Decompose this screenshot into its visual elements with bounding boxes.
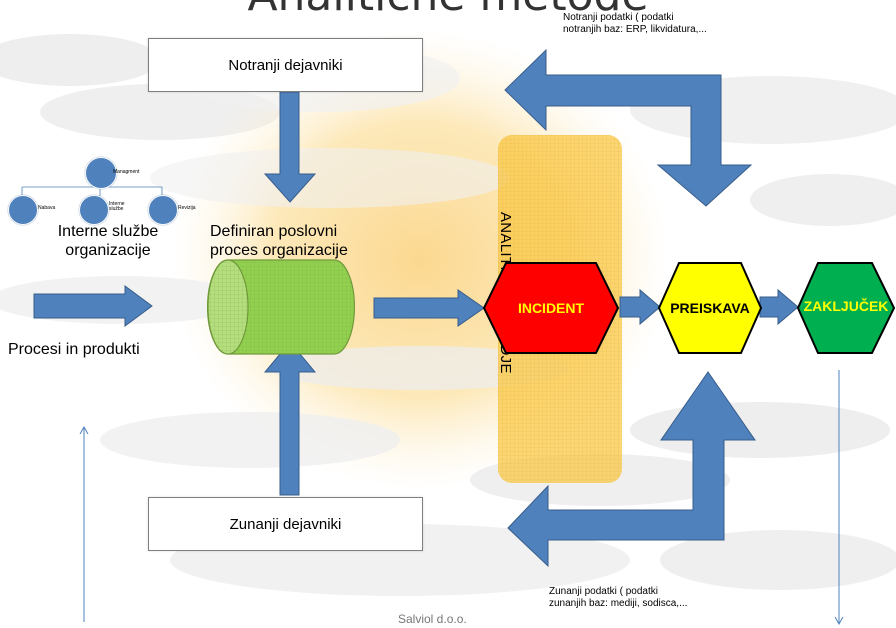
arrow-input-right — [33, 285, 153, 327]
org-node-top — [85, 157, 117, 189]
stage-hexagon-zakljucek — [796, 262, 896, 354]
internal-data-note: Notranji podatki ( podatki notranjih baz… — [563, 12, 707, 35]
process-cylinder — [206, 259, 356, 355]
org-label-right: Revizija — [178, 205, 196, 211]
arrow-incident-right — [619, 288, 661, 326]
stage-hexagon-preiskava — [657, 262, 763, 354]
org-node-left — [8, 195, 38, 225]
external-data-note: Zunanji podatki ( podatki zunanjih baz: … — [549, 586, 688, 609]
arrow-external-up — [263, 341, 317, 496]
business-process-label: Definiran poslovni proces organizacije — [210, 223, 348, 259]
org-node-right — [148, 195, 178, 225]
org-label-middle: Interne službe — [109, 201, 125, 212]
arrow-cylinder-right — [373, 289, 485, 327]
stage-label-preiskava: PREISKAVA — [670, 300, 750, 316]
arrow-internal-data — [504, 48, 753, 207]
internal-factors-label: Notranji dejavniki — [228, 56, 343, 74]
stage-label-zakljucek: ZAKLJUČEK — [803, 298, 889, 314]
internal-factors-box: Notranji dejavniki — [148, 38, 423, 92]
external-factors-box: Zunanji dejavniki — [148, 497, 423, 551]
org-node-middle — [79, 195, 109, 225]
stage-label-incident: INCIDENT — [517, 300, 585, 316]
external-factors-label: Zunanji dejavniki — [229, 515, 342, 533]
arrow-external-data — [507, 371, 756, 568]
org-label-left: Nabava — [38, 205, 56, 211]
arrow-internal-down — [263, 91, 317, 203]
arrow-preiskava-right — [759, 288, 799, 326]
stage-hexagon-incident — [482, 262, 620, 354]
internal-services-label: Interne službe organizacije — [57, 223, 159, 259]
footer-text: Salviol d.o.o. — [398, 612, 467, 626]
processes-products-label: Procesi in produkti — [8, 341, 140, 358]
org-label-top: Managment — [113, 169, 140, 175]
page-title: Analitične metode — [0, 0, 896, 21]
